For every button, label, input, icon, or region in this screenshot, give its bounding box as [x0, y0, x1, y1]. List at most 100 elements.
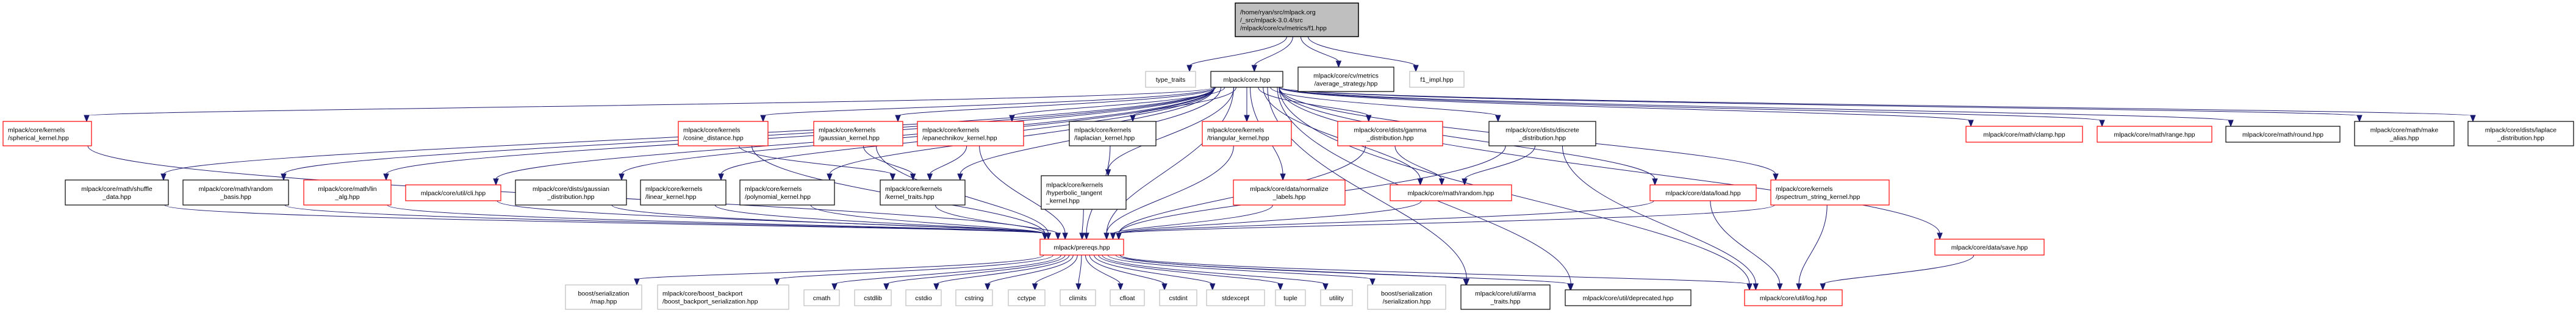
edge-arrowhead [634, 278, 640, 286]
node-laplacian[interactable]: mlpack/core/kernels/laplacian_kernel.hpp [1069, 121, 1157, 146]
edge-line [886, 254, 1066, 285]
node-gamma[interactable]: mlpack/core/dists/gamma_distribution.hpp [1337, 121, 1443, 146]
edge-arrowhead [1055, 232, 1061, 240]
edge-triangular-to-prereqs [1103, 145, 1234, 240]
node-label-line: _labels.hpp [1272, 193, 1306, 201]
node-label-line: mlpack/prereqs.hpp [1053, 244, 1110, 251]
node-normalize[interactable]: mlpack/core/data/normalize_labels.hpp [1233, 179, 1346, 206]
node-arma-traits[interactable]: mlpack/core/util/arma_traits.hpp [1460, 284, 1551, 310]
node-label-line: type_traits [1156, 76, 1185, 84]
edge-arrowhead [1251, 65, 1258, 73]
node-linear[interactable]: mlpack/core/kernels/linear_kernel.hpp [640, 179, 727, 206]
node-lin-alg[interactable]: mlpack/core/math/lin_alg.hpp [303, 179, 392, 206]
node-label-line: f1_impl.hpp [1420, 76, 1453, 84]
edge-line [1279, 87, 1750, 285]
node-log[interactable]: mlpack/core/util/log.hpp [1744, 289, 1843, 306]
edge-arrowhead [1130, 115, 1136, 123]
node-range[interactable]: mlpack/core/math/range.hpp [2097, 126, 2212, 143]
node-pspectrum[interactable]: mlpack/core/kernels/pspectrum_string_ker… [1770, 179, 1890, 206]
edge-core-to-load [1279, 87, 1658, 186]
edge-line [1279, 87, 1656, 180]
edge-arrowhead [1335, 60, 1342, 68]
edge-arrowhead [1110, 232, 1116, 240]
node-gaussian-dist[interactable]: mlpack/core/dists/gaussian_distribution.… [515, 179, 627, 206]
node-label-line: _distribution.hpp [1366, 135, 1413, 142]
node-random[interactable]: mlpack/core/math/random.hpp [1390, 184, 1512, 201]
node-label-line: mlpack/core/boost_backport [662, 290, 742, 298]
node-cstdlib: cstdlib [854, 289, 892, 306]
node-box [2097, 126, 2212, 143]
edge-arrowhead [883, 283, 889, 291]
node-label-line: mlpack/core.hpp [1223, 76, 1270, 84]
edge-line [863, 145, 914, 175]
node-average-strategy[interactable]: mlpack/core/cv/metrics/average_strategy.… [1297, 67, 1394, 92]
edge-arrowhead [2356, 115, 2363, 123]
node-box [1041, 175, 1127, 210]
node-epanechnikov[interactable]: mlpack/core/kernels/epanechnikov_kernel.… [917, 121, 1024, 146]
node-prereqs[interactable]: mlpack/prereqs.hpp [1039, 239, 1124, 256]
node-box [1460, 284, 1551, 310]
node-load[interactable]: mlpack/core/data/load.hpp [1649, 184, 1757, 201]
node-label-line: mlpack/core/util/deprecated.hpp [1583, 295, 1674, 302]
edge-arrowhead [1773, 173, 1779, 181]
node-root[interactable]: /home/ryan/src/mlpack.org/_src/mlpack-3.… [1235, 2, 1359, 37]
edge-line [1279, 87, 2103, 121]
node-save[interactable]: mlpack/core/data/save.hpp [1934, 239, 2045, 256]
node-triangular[interactable]: mlpack/core/kernels/triangular_kernel.hp… [1202, 121, 1292, 146]
node-label-line: mlpack/core/math/make [2370, 127, 2439, 134]
node-label-line: _distribution.hpp [1518, 135, 1566, 142]
node-label-line: /map.hpp [590, 298, 617, 306]
node-random-basis[interactable]: mlpack/core/math/random_basis.hpp [182, 179, 289, 206]
edge-arrowhead [957, 173, 963, 181]
node-cmath: cmath [803, 289, 840, 306]
edge-prereqs-to-cmath [831, 254, 1061, 291]
edge-line [1132, 87, 1236, 117]
node-core[interactable]: mlpack/core.hpp [1210, 71, 1283, 88]
node-box [1565, 289, 1692, 306]
edge-core-to-range [1279, 87, 2105, 128]
node-label-line: mlpack/core/math/random.hpp [1408, 190, 1494, 197]
node-box [905, 289, 942, 306]
node-clamp[interactable]: mlpack/core/math/clamp.hpp [1965, 126, 2083, 143]
node-label-line: /_src/mlpack-3.0.4/src [1240, 17, 1303, 24]
node-label-line: cstdio [915, 295, 932, 302]
node-shuffle[interactable]: mlpack/core/math/shuffle_data.hpp [65, 179, 169, 206]
node-polynomial[interactable]: mlpack/core/kernels/polynomial_kernel.hp… [739, 179, 835, 206]
edge-arrowhead [718, 173, 724, 181]
edge-arrowhead [933, 283, 939, 291]
node-type-traits: type_traits [1145, 71, 1196, 88]
edge-line [810, 204, 1046, 234]
edge-arrowhead [1369, 278, 1376, 286]
edge-root-to-core [1251, 36, 1293, 73]
node-label-line: mlpack/core/math/range.hpp [2114, 131, 2195, 139]
edge-line [1085, 254, 1121, 285]
node-round[interactable]: mlpack/core/math/round.hpp [2225, 126, 2341, 143]
edge-line [1300, 36, 1339, 62]
edge-line [979, 145, 1066, 234]
edge-arrowhead [889, 173, 896, 181]
edge-arrowhead [1083, 232, 1089, 240]
node-cosine[interactable]: mlpack/core/kernels/cosine_distance.hpp [678, 121, 769, 146]
node-label-line: mlpack/core/math/shuffle [81, 185, 152, 193]
edge-line [777, 254, 1053, 280]
node-make-alias[interactable]: mlpack/core/math/make_alias.hpp [2354, 121, 2455, 146]
node-gaussian-kernel[interactable]: mlpack/core/kernels/gaussian_kernel.hpp [813, 121, 903, 146]
node-hyperbolic[interactable]: mlpack/core/kernels/hyperbolic_tangent_k… [1041, 175, 1127, 210]
node-box [1202, 121, 1292, 146]
edge-line [762, 87, 1215, 117]
node-deprecated[interactable]: mlpack/core/util/deprecated.hpp [1565, 289, 1692, 306]
node-tuple: tuple [1275, 289, 1306, 306]
node-laplace-dist[interactable]: mlpack/core/dists/laplace_distribution.h… [2467, 121, 2574, 146]
node-spherical[interactable]: mlpack/core/kernels/spherical_kernel.hpp [2, 121, 92, 146]
edge-arrowhead [827, 173, 833, 181]
node-discrete[interactable]: mlpack/core/dists/discrete_distribution.… [1488, 121, 1596, 146]
edge-prereqs-to-deprecated [1119, 254, 1573, 291]
node-kernel-traits[interactable]: mlpack/core/kernels/kernel_traits.hpp [880, 179, 966, 206]
node-cli[interactable]: mlpack/core/util/cli.hpp [405, 184, 501, 201]
edge-arrowhead [1463, 278, 1469, 286]
node-box [1235, 2, 1359, 37]
edge-line [1279, 87, 1940, 234]
node-cstdio: cstdio [905, 289, 942, 306]
edge-core-to-spherical [84, 87, 1215, 123]
